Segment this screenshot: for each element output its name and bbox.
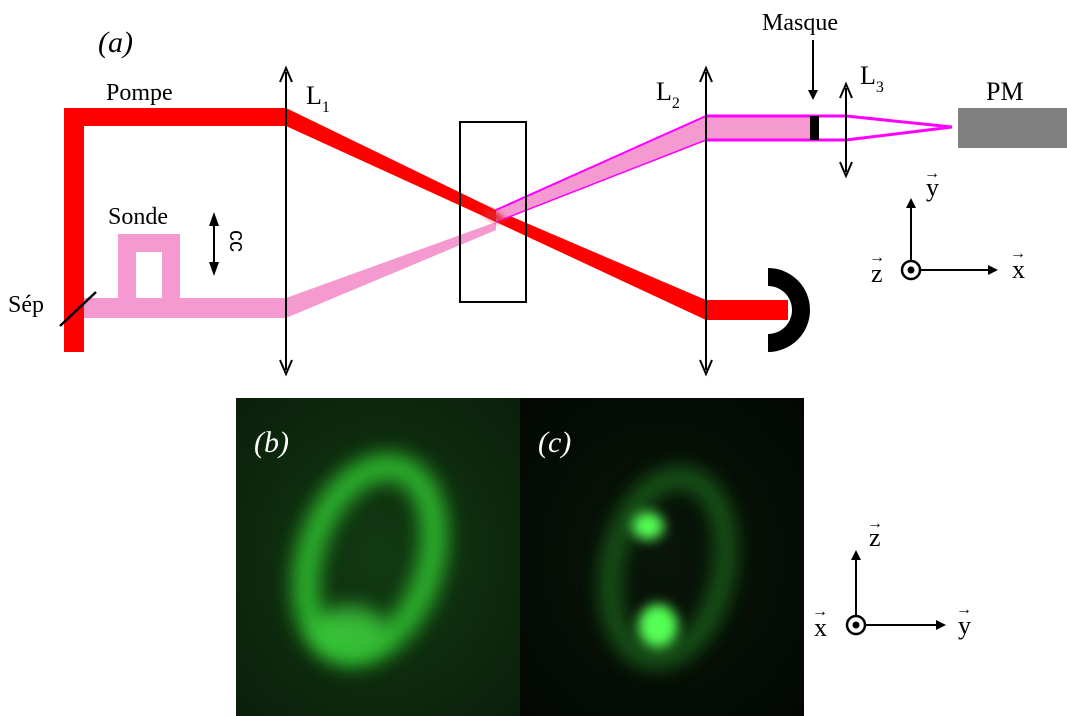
axis-y-top-label: y [926, 173, 939, 202]
axis-x-top-label: x [1012, 255, 1025, 284]
lens-l3 [839, 81, 853, 179]
lens-l2-label: L2 [656, 77, 680, 112]
interaction-spot [482, 209, 506, 223]
axis-z-bottom-vector: → [867, 515, 883, 532]
return-mirror [768, 268, 810, 352]
pump-label: Pompe [106, 80, 173, 106]
fluorescence-spot-upper [632, 512, 664, 540]
probe-beam-horizontal [84, 298, 286, 318]
axis-x-bottom-vector: → [812, 603, 828, 620]
pump-beam-focusing [286, 108, 496, 222]
pump-beam [64, 108, 788, 352]
lens-l1 [279, 65, 293, 377]
axis-y-bottom-label: y [958, 611, 971, 640]
panel-c-label: (c) [538, 426, 571, 459]
axis-x-top-vector: → [1010, 245, 1026, 262]
probe-label: Sonde [108, 204, 168, 230]
axis-z-top-label: z [871, 259, 883, 288]
panel-c-photo: (c) [520, 398, 804, 716]
sample-cell [459, 121, 527, 303]
fluorescence-ring-c [600, 468, 736, 668]
probe-delay-line [118, 234, 180, 298]
photomultiplier [958, 108, 1067, 148]
probe-beam [84, 116, 810, 318]
axes-bottom [845, 550, 946, 636]
detector-label: PM [986, 77, 1024, 106]
panel-b-label: (b) [254, 426, 289, 459]
pump-beam-return-segment [706, 300, 788, 320]
pump-beam-diverging [496, 210, 706, 320]
axis-y-bottom-vector: → [956, 601, 972, 618]
mask [810, 116, 819, 140]
signal-beam-pink-segment [706, 116, 810, 140]
axis-x-bottom-label: x [814, 613, 827, 642]
lens-l1-label: L1 [306, 81, 330, 116]
pump-beam-top-segment [64, 108, 286, 126]
probe-beam-diverging [496, 116, 706, 222]
probe-beam-converging [286, 222, 496, 318]
panel-a: (a) Sép [8, 10, 1067, 377]
axes-top [900, 198, 998, 281]
splitter-label: Sép [8, 292, 44, 318]
beam-splitter [59, 291, 97, 327]
panel-a-label: (a) [98, 26, 133, 59]
signal-beam-upper-diverging [495, 115, 707, 211]
pump-beam-left-segment [64, 108, 84, 352]
signal-beam-lower-diverging [495, 139, 707, 223]
panel-b-photo: (b) [236, 398, 520, 716]
delay-label: cc [225, 230, 250, 252]
lens-l2 [699, 65, 713, 377]
fluorescence-spot-lower [638, 604, 678, 648]
mask-label: Masque [762, 10, 838, 36]
axis-z-top-vector: → [869, 249, 885, 266]
axis-z-bottom-label: z [869, 523, 881, 552]
lens-l3-label: L3 [860, 61, 884, 96]
axis-y-top-vector: → [924, 165, 940, 182]
delay-arrow [209, 212, 219, 276]
